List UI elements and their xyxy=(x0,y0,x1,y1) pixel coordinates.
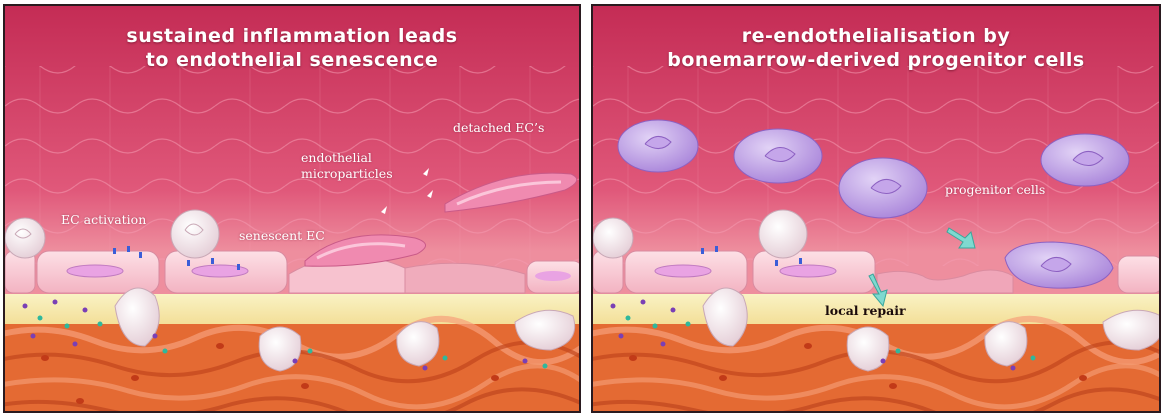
label-local-repair: local repair xyxy=(825,303,906,318)
right-title-line2: bonemarrow-derived progenitor cells xyxy=(593,48,1159,72)
label-ec-activation: EC activation xyxy=(61,212,146,227)
left-title-line2: to endothelial senescence xyxy=(5,48,579,72)
label-senescent-ec: senescent EC xyxy=(239,228,325,243)
label-endothelial: endothelial xyxy=(301,150,372,165)
label-microparticles: microparticles xyxy=(301,166,393,181)
panel-left-senescence: sustained inflammation leads to endothel… xyxy=(3,4,581,413)
left-panel-title: sustained inflammation leads to endothel… xyxy=(5,24,579,72)
label-detached-ecs: detached EC’s xyxy=(453,120,544,135)
right-title-line1: re-endothelialisation by xyxy=(593,24,1159,48)
panel-right-reendothelialisation: re-endothelialisation by bonemarrow-deri… xyxy=(591,4,1161,413)
left-title-line1: sustained inflammation leads xyxy=(5,24,579,48)
right-panel-title: re-endothelialisation by bonemarrow-deri… xyxy=(593,24,1159,72)
label-progenitor-cells: progenitor cells xyxy=(945,182,1045,197)
